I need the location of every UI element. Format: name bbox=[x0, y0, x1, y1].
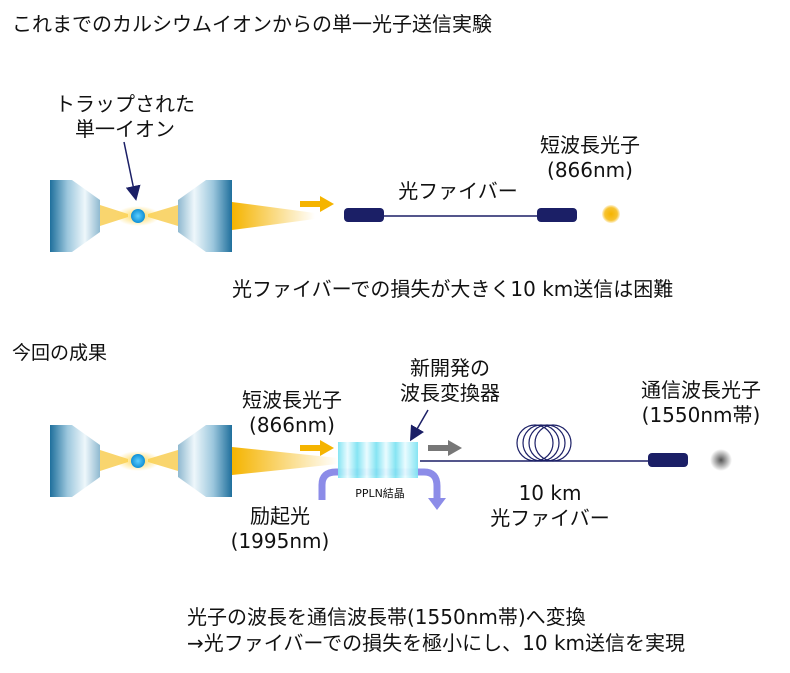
telecom-label-line1: 通信波長光子 bbox=[641, 378, 761, 402]
bottom-trap-glow-left bbox=[100, 450, 128, 471]
bottom-photon-label-line2: (866nm) bbox=[249, 413, 335, 437]
bottom-gray-arrow bbox=[428, 440, 462, 456]
bottom-ion bbox=[131, 454, 145, 468]
pump-label-line2: (1995nm) bbox=[230, 529, 330, 553]
pump-label-line1: 励起光 bbox=[250, 504, 310, 528]
top-left-electrode bbox=[50, 180, 100, 252]
top-yellow-arrow bbox=[300, 196, 334, 212]
top-photon-beam bbox=[232, 202, 315, 230]
top-photon-label-line2: (866nm) bbox=[547, 158, 633, 182]
bottom-left-electrode bbox=[50, 425, 100, 497]
pump-light-arrowhead bbox=[428, 498, 446, 510]
telecom-label-line2: (1550nm帯) bbox=[641, 403, 761, 427]
top-ion-pointer-arrow bbox=[123, 141, 141, 201]
top-output-photon bbox=[602, 205, 620, 223]
top-ion-label-line1: トラップされた bbox=[55, 92, 195, 116]
top-photon-label-line1: 短波長光子 bbox=[540, 133, 640, 157]
bottom-conclusion-line2: →光ファイバーでの損失を極小にし、10 km送信を実現 bbox=[187, 631, 686, 655]
top-conclusion: 光ファイバーでの損失が大きく10 km送信は困難 bbox=[232, 277, 674, 301]
bottom-fiber-label-line2: 光ファイバー bbox=[490, 506, 610, 530]
top-ion-label-line2: 単一イオン bbox=[75, 117, 175, 141]
converter-pointer-arrow bbox=[410, 409, 429, 442]
bottom-trap-glow-right bbox=[148, 450, 178, 471]
top-fiber-connector-left bbox=[344, 208, 384, 222]
bottom-title: 今回の成果 bbox=[12, 342, 108, 364]
ppln-crystal-label: PPLN結晶 bbox=[355, 487, 405, 500]
bottom-ion-trap bbox=[50, 425, 232, 497]
top-fiber-label: 光ファイバー bbox=[398, 179, 518, 203]
bottom-right-electrode bbox=[178, 425, 232, 497]
top-trap-glow-right bbox=[148, 205, 178, 226]
top-right-electrode bbox=[178, 180, 232, 252]
converter-label-line2: 波長変換器 bbox=[400, 381, 500, 405]
bottom-photon-beam bbox=[232, 447, 338, 475]
top-fiber-connector-right bbox=[537, 208, 577, 222]
bottom-fiber-connector bbox=[648, 453, 688, 467]
fiber-spool bbox=[516, 424, 572, 462]
top-ion-trap bbox=[50, 180, 232, 252]
top-ion bbox=[131, 209, 145, 223]
bottom-conclusion-line1: 光子の波長を通信波長帯(1550nm帯)へ変換 bbox=[187, 605, 586, 629]
bottom-photon-label-line1: 短波長光子 bbox=[242, 388, 342, 412]
bottom-yellow-arrow bbox=[300, 440, 334, 456]
bottom-fiber-label-line1: 10 km bbox=[518, 481, 582, 505]
ppln-crystal bbox=[338, 442, 418, 478]
top-title: これまでのカルシウムイオンからの単一光子送信実験 bbox=[12, 12, 492, 36]
converter-label-line1: 新開発の bbox=[410, 356, 490, 380]
telecom-output-photon bbox=[710, 449, 732, 471]
top-trap-glow-left bbox=[100, 205, 128, 226]
